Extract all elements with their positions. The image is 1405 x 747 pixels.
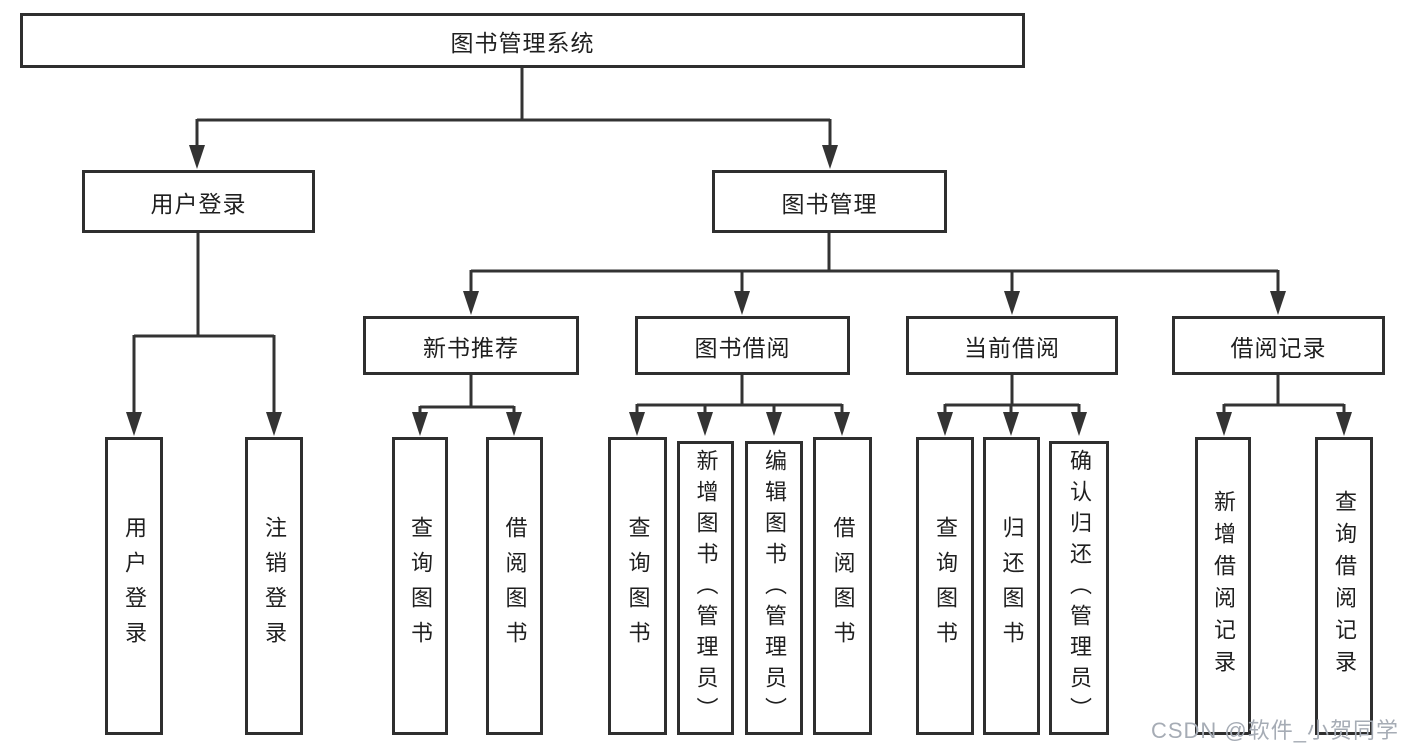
connector-book-management-branch — [469, 233, 1280, 296]
leaf-edit-books-admin-label: 编辑图书（管理员） — [762, 448, 787, 728]
arrowhead — [1071, 412, 1087, 436]
arrowhead — [734, 291, 750, 315]
arrowhead — [1336, 412, 1352, 436]
arrowhead — [1270, 291, 1286, 315]
leaf-borrow-books-recommend-label: 借阅图书 — [502, 516, 528, 656]
leaf-borrow-books: 借阅图书 — [813, 437, 872, 735]
node-library-management-system-label: 图书管理系统 — [450, 29, 595, 56]
connector-user-login-branch — [132, 233, 276, 416]
leaf-query-books-current: 查询图书 — [916, 437, 974, 735]
arrowhead — [463, 291, 479, 315]
node-borrow-records: 借阅记录 — [1172, 316, 1385, 375]
leaf-add-borrow-record-label: 新增借阅记录 — [1211, 490, 1236, 682]
node-book-borrow-label: 图书借阅 — [694, 334, 791, 361]
arrowhead — [266, 412, 282, 436]
arrowhead — [629, 412, 645, 436]
arrowhead — [834, 412, 850, 436]
connector-borrow-records-branch — [1222, 375, 1346, 416]
leaf-confirm-return-admin: 确认归还（管理员） — [1049, 441, 1109, 735]
leaf-user-login: 用户登录 — [105, 437, 163, 735]
node-book-borrow: 图书借阅 — [635, 316, 850, 375]
node-library-management-system: 图书管理系统 — [20, 13, 1025, 68]
node-new-book-recommend: 新书推荐 — [363, 316, 579, 375]
leaf-add-books-admin-label: 新增图书（管理员） — [693, 448, 719, 728]
arrowhead — [1003, 412, 1019, 436]
node-borrow-records-label: 借阅记录 — [1230, 334, 1327, 361]
leaf-query-borrow-record: 查询借阅记录 — [1315, 437, 1373, 735]
leaf-query-borrow-record-label: 查询借阅记录 — [1332, 490, 1357, 682]
leaf-user-login-label: 用户登录 — [122, 516, 147, 656]
leaf-logout-label: 注销登录 — [262, 516, 287, 656]
arrowhead — [822, 145, 838, 169]
leaf-query-books-recommend-label: 查询图书 — [408, 516, 433, 656]
connector-new-book-branch — [418, 375, 516, 416]
arrowhead — [1004, 291, 1020, 315]
arrowhead — [189, 145, 205, 169]
leaf-return-books-label: 归还图书 — [999, 516, 1025, 656]
arrowhead — [937, 412, 953, 436]
connector-current-borrow-branch — [943, 375, 1081, 416]
arrowhead — [412, 412, 428, 436]
leaf-query-books-borrow: 查询图书 — [608, 437, 667, 735]
leaf-add-books-admin: 新增图书（管理员） — [677, 441, 734, 735]
node-new-book-recommend-label: 新书推荐 — [423, 334, 519, 361]
leaf-edit-books-admin: 编辑图书（管理员） — [745, 441, 803, 735]
leaf-confirm-return-admin-label: 确认归还（管理员） — [1067, 448, 1092, 728]
leaf-query-books-current-label: 查询图书 — [933, 516, 958, 656]
arrowhead — [126, 412, 142, 436]
node-book-management-label: 图书管理 — [781, 190, 878, 217]
node-current-borrow: 当前借阅 — [906, 316, 1118, 375]
node-current-borrow-label: 当前借阅 — [964, 334, 1060, 361]
node-user-login: 用户登录 — [82, 170, 315, 233]
node-book-management: 图书管理 — [712, 170, 947, 233]
node-user-login-label: 用户登录 — [150, 190, 247, 217]
arrowhead — [506, 412, 522, 436]
watermark: CSDN @软件_小贺同学 — [1150, 718, 1399, 743]
arrowhead — [766, 412, 782, 436]
arrowhead — [697, 412, 713, 436]
connector-root-to-level2 — [195, 68, 832, 150]
leaf-add-borrow-record: 新增借阅记录 — [1195, 437, 1251, 735]
arrowhead — [1216, 412, 1232, 436]
connector-book-borrow-branch — [635, 375, 844, 416]
leaf-logout: 注销登录 — [245, 437, 303, 735]
leaf-borrow-books-recommend: 借阅图书 — [486, 437, 543, 735]
leaf-return-books: 归还图书 — [983, 437, 1040, 735]
leaf-query-books-borrow-label: 查询图书 — [625, 516, 651, 656]
leaf-query-books-recommend: 查询图书 — [392, 437, 448, 735]
leaf-borrow-books-label: 借阅图书 — [830, 516, 856, 656]
